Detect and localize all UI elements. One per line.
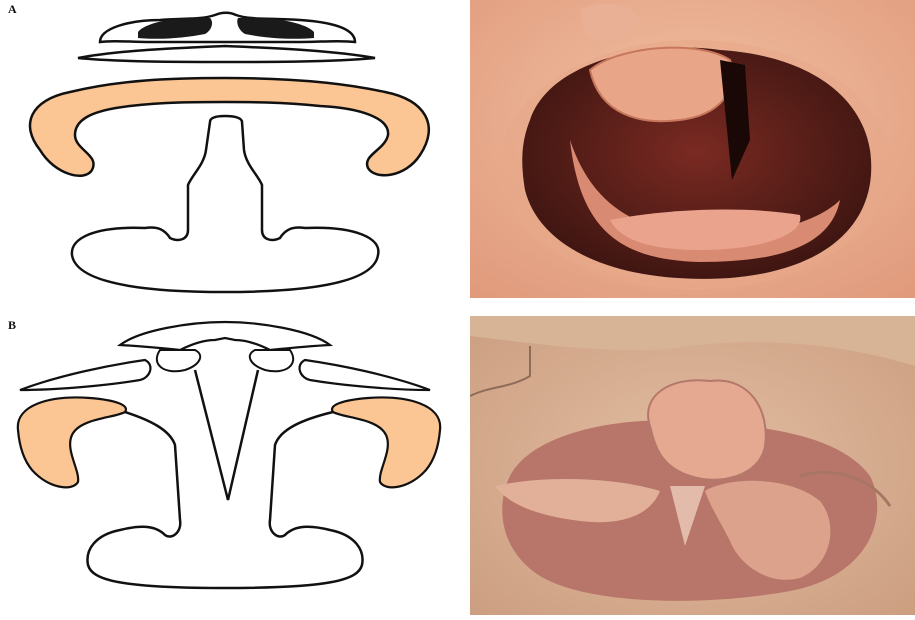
palate-outline xyxy=(87,412,362,588)
right-alveolar-segment xyxy=(332,397,440,487)
left-nostril xyxy=(157,350,200,371)
clinical-photo-a xyxy=(470,0,915,298)
cleft-diagram-a xyxy=(0,0,460,305)
nose-outline xyxy=(120,322,330,350)
left-lip-flap xyxy=(20,360,150,390)
upper-lip-outline xyxy=(78,46,375,62)
palatal-cleft xyxy=(195,370,258,500)
left-alveolar-segment xyxy=(18,397,126,487)
clinical-photo-b xyxy=(470,316,915,615)
cleft-diagram-b xyxy=(0,310,460,615)
right-nostril xyxy=(250,350,293,371)
palate-outline xyxy=(72,116,379,292)
right-lip-flap xyxy=(300,360,430,390)
